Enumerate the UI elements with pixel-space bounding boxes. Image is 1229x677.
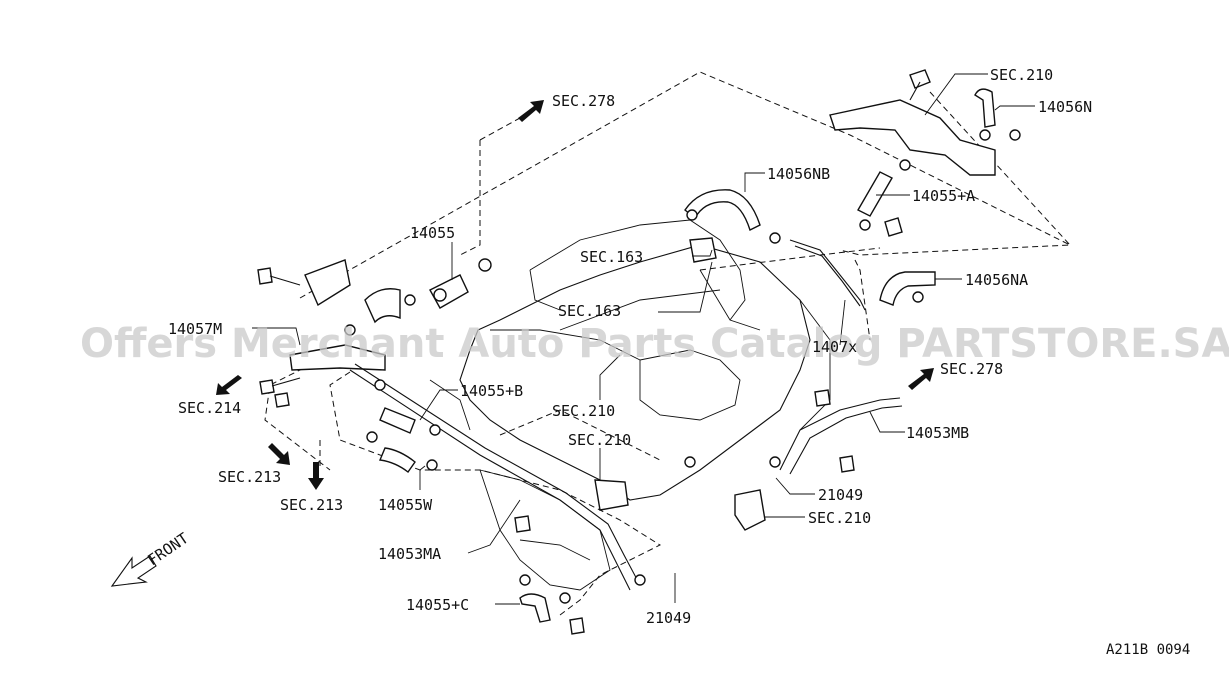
front-arrow-icon: FRONT	[110, 529, 192, 587]
label-14057M: 14057M	[168, 320, 222, 338]
label-sec210-mid: SEC.210	[552, 402, 615, 420]
label-14056N: 14056N	[1038, 98, 1092, 116]
label-sec210-right: SEC.210	[808, 509, 871, 527]
label-1407x: 1407x	[812, 338, 857, 356]
label-14055W: 14055W	[378, 496, 433, 514]
arrow-sec214-icon	[216, 375, 242, 395]
label-14055: 14055	[410, 224, 455, 242]
label-sec213-b: SEC.213	[280, 496, 343, 514]
arrow-sec213-b-icon	[308, 462, 324, 490]
label-sec278-right: SEC.278	[940, 360, 1003, 378]
front-label: FRONT	[144, 529, 192, 569]
arrow-sec278-right-icon	[908, 368, 934, 390]
label-14053MB: 14053MB	[906, 424, 969, 442]
label-sec213-a: SEC.213	[218, 468, 281, 486]
diagram-code: A211B 0094	[1106, 642, 1190, 658]
leader-lines	[252, 73, 1035, 605]
label-sec163-a: SEC.163	[580, 248, 643, 266]
label-14055C: 14055+C	[406, 596, 469, 614]
label-14056NA: 14056NA	[965, 271, 1028, 289]
label-sec210-low: SEC.210	[568, 431, 631, 449]
arrow-sec213-a-icon	[268, 443, 290, 465]
arrow-sec278-top-icon	[518, 100, 544, 122]
part-labels: SEC.210 14056N SEC.278 14056NB 14055+A 1…	[168, 66, 1092, 627]
label-sec210-top: SEC.210	[990, 66, 1053, 84]
watermark-text: Offers Merchant Auto Parts Catalog PARTS…	[80, 321, 1229, 367]
dashed-outline	[264, 71, 1072, 616]
clamps-bolts	[257, 69, 1021, 635]
label-21049-right: 21049	[818, 486, 863, 504]
label-14055B: 14055+B	[460, 382, 523, 400]
label-14055A: 14055+A	[912, 187, 975, 205]
label-sec278-top: SEC.278	[552, 92, 615, 110]
label-21049-bottom: 21049	[646, 609, 691, 627]
label-14056NB: 14056NB	[767, 165, 830, 183]
engine-block	[429, 219, 831, 591]
hoses	[289, 88, 996, 623]
label-sec163-b: SEC.163	[558, 302, 621, 320]
label-sec214: SEC.214	[178, 399, 241, 417]
label-14053MA: 14053MA	[378, 545, 441, 563]
